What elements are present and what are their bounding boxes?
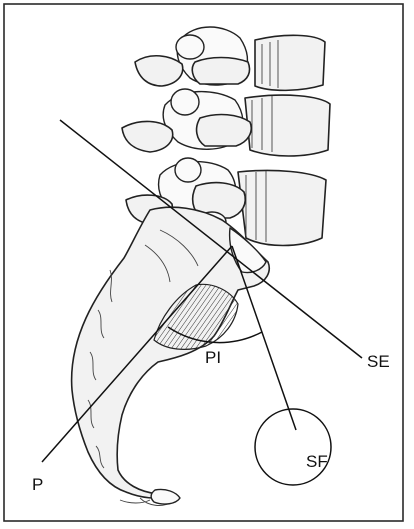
- label-p: P: [32, 475, 43, 494]
- label-sf: SF: [306, 452, 328, 471]
- label-se: SE: [367, 352, 390, 371]
- label-pi: PI: [205, 348, 221, 367]
